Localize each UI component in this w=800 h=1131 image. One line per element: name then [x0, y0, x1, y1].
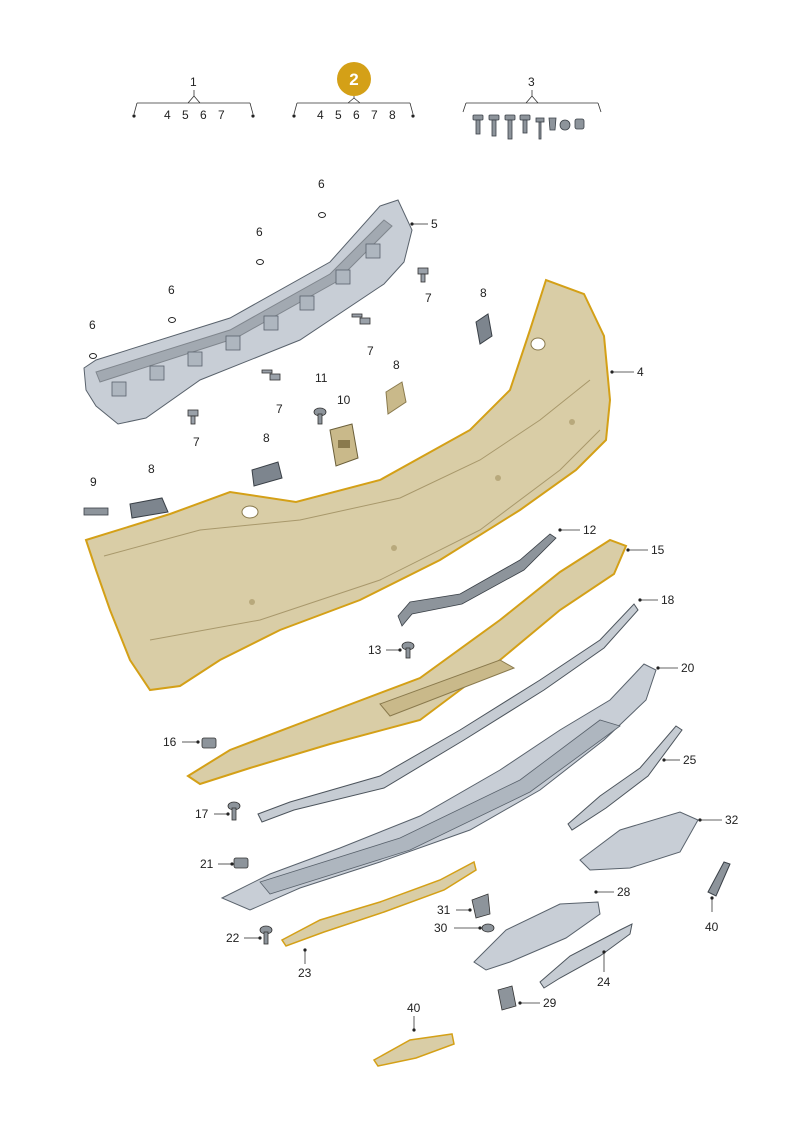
- group-1-item: 7: [218, 108, 225, 122]
- group-2-item: 7: [371, 108, 378, 122]
- callout-10: 10: [337, 393, 351, 407]
- tow-cover-28: [473, 901, 601, 971]
- callout-6: 6: [168, 283, 175, 297]
- diffuser-20[interactable]: [220, 663, 657, 911]
- callout-11: 11: [315, 371, 328, 385]
- cover-32: [579, 811, 699, 871]
- callout-28: 28: [617, 885, 631, 899]
- callout-13: 13: [368, 643, 382, 657]
- impact-absorber-carrier[interactable]: [83, 199, 413, 425]
- callout-18: 18: [661, 593, 675, 607]
- diffuser-15[interactable]: [186, 538, 628, 786]
- trim-strip-9: [83, 507, 109, 516]
- callout-7: 7: [425, 291, 432, 305]
- header-group-2[interactable]: 2 4 5 6 7 8: [292, 62, 415, 122]
- group-1-number: 1: [190, 75, 197, 89]
- reflector-40-left: [372, 1033, 455, 1067]
- group-2-item: 8: [389, 108, 396, 122]
- callout-6: 6: [318, 177, 325, 191]
- callout-8: 8: [263, 431, 270, 445]
- callouts: 6 6 6 6 5 7 7 7 7 8 8 8 8 4 9 10 11 12 1…: [89, 177, 739, 1032]
- header-group-3[interactable]: 3: [462, 75, 602, 140]
- callout-40: 40: [705, 920, 719, 934]
- screw-11-icon: [313, 407, 327, 425]
- trim-strip-12: [397, 533, 557, 627]
- bumper-cover[interactable]: [84, 278, 612, 692]
- grille-mesh-25: [567, 725, 683, 831]
- callout-6: 6: [89, 318, 96, 332]
- group-1-item: 4: [164, 108, 171, 122]
- small-fasteners: [201, 737, 517, 1011]
- callout-25: 25: [683, 753, 697, 767]
- group-2-item: 4: [317, 108, 324, 122]
- screw-13-icon: [401, 641, 415, 659]
- callout-20: 20: [681, 661, 695, 675]
- grille-mesh-23: [280, 860, 477, 947]
- callout-5: 5: [431, 217, 438, 231]
- group-1-item: 5: [182, 108, 189, 122]
- group-2-item: 5: [335, 108, 342, 122]
- callout-31: 31: [437, 903, 451, 917]
- fastener-set-icon: [472, 114, 585, 140]
- guide-brackets: [129, 313, 493, 519]
- callout-7: 7: [367, 344, 374, 358]
- grommet-icons: [89, 212, 326, 359]
- callout-9: 9: [90, 475, 97, 489]
- callout-32: 32: [725, 813, 739, 827]
- callout-8: 8: [480, 286, 487, 300]
- callout-7: 7: [276, 402, 283, 416]
- grille-mesh-18: [257, 603, 639, 823]
- selected-badge: [337, 62, 371, 96]
- callout-8: 8: [393, 358, 400, 372]
- callout-12: 12: [583, 523, 597, 537]
- callout-17: 17: [195, 807, 209, 821]
- grille-mesh-24: [539, 923, 633, 989]
- clip-icons: [187, 267, 429, 425]
- callout-8: 8: [148, 462, 155, 476]
- header-group-1[interactable]: 1 4 5 6 7: [132, 75, 255, 122]
- callout-15: 15: [651, 543, 665, 557]
- callout-4: 4: [637, 365, 644, 379]
- callout-7: 7: [193, 435, 200, 449]
- callout-29: 29: [543, 996, 557, 1010]
- bracket-10: [329, 423, 359, 467]
- callout-40: 40: [407, 1001, 421, 1015]
- group-2-item: 6: [353, 108, 360, 122]
- callout-30: 30: [434, 921, 448, 935]
- callout-22: 22: [226, 931, 240, 945]
- callout-16: 16: [163, 735, 177, 749]
- callout-21: 21: [200, 857, 214, 871]
- callout-6: 6: [256, 225, 263, 239]
- reflector-40-right: [707, 861, 731, 897]
- callout-24: 24: [597, 975, 611, 989]
- group-1-item: 6: [200, 108, 207, 122]
- group-2-number: 2: [349, 70, 358, 89]
- group-3-number: 3: [528, 75, 535, 89]
- callout-23: 23: [298, 966, 312, 980]
